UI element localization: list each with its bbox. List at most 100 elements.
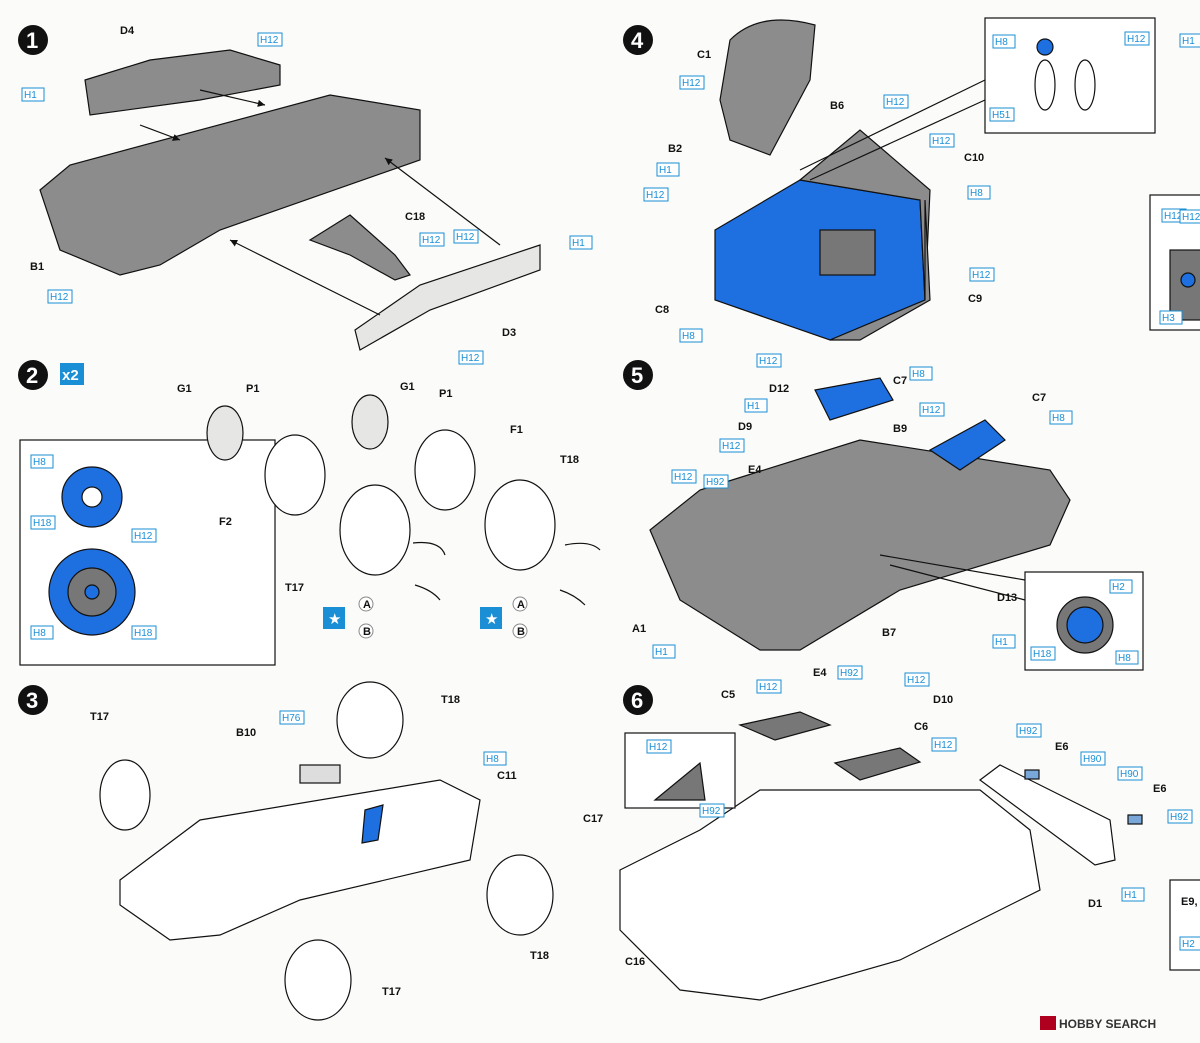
svg-text:H12: H12 <box>907 675 926 686</box>
step-2-multiplier: x2 <box>60 363 84 385</box>
color-code: H12 <box>756 679 782 694</box>
part-label: T18 <box>441 694 460 706</box>
part-label: E4 <box>813 667 827 679</box>
svg-text:H12: H12 <box>972 270 991 281</box>
color-code: H12 <box>671 469 697 484</box>
svg-text:H18: H18 <box>33 518 52 529</box>
part-label: E4 <box>748 464 762 476</box>
color-code: H3 <box>1159 310 1183 325</box>
color-code: H1 <box>992 634 1016 649</box>
svg-text:H12: H12 <box>1127 34 1146 45</box>
color-code: H8 <box>1049 410 1073 425</box>
svg-text:H8: H8 <box>33 457 46 468</box>
part-label: C9 <box>968 293 982 305</box>
svg-text:4: 4 <box>631 28 644 53</box>
part-label: G1 <box>400 381 415 393</box>
svg-text:H12: H12 <box>674 472 693 483</box>
part-label: T17 <box>90 711 109 723</box>
svg-text:H12: H12 <box>886 97 905 108</box>
part-label: P1 <box>246 383 259 395</box>
part-label: F2 <box>219 516 232 528</box>
svg-text:H76: H76 <box>282 713 301 724</box>
step-5-badge: 5 <box>623 360 653 390</box>
part-label: B9 <box>893 423 907 435</box>
svg-text:H18: H18 <box>1033 649 1052 660</box>
svg-text:H1: H1 <box>1124 890 1137 901</box>
step-3-badge: 3 <box>18 685 48 715</box>
color-code: H1 <box>1179 33 1200 48</box>
color-code: H92 <box>699 803 725 818</box>
svg-text:H2: H2 <box>1112 582 1125 593</box>
svg-text:H3: H3 <box>1162 313 1175 324</box>
color-code: H12 <box>756 353 782 368</box>
color-code: H12 <box>904 672 930 687</box>
svg-text:5: 5 <box>631 363 643 388</box>
step-6-badge: 6 <box>623 685 653 715</box>
part-label: E6 <box>1055 741 1068 753</box>
part-label: B6 <box>830 100 844 112</box>
svg-text:1: 1 <box>26 28 38 53</box>
part-label: D1 <box>1088 898 1102 910</box>
part-label: C10 <box>964 152 984 164</box>
color-code: H12 <box>643 187 669 202</box>
svg-text:H92: H92 <box>1170 812 1189 823</box>
part-label: B <box>363 626 371 638</box>
color-code: H12 <box>679 75 705 90</box>
part-label: T18 <box>530 950 549 962</box>
svg-text:2: 2 <box>26 363 38 388</box>
color-code: H12 <box>419 232 445 247</box>
color-code: H12 <box>929 133 955 148</box>
part-label: G1 <box>177 383 192 395</box>
svg-text:H12: H12 <box>50 292 69 303</box>
color-code: H12 <box>47 289 73 304</box>
color-code: H1 <box>656 162 680 177</box>
svg-text:H12: H12 <box>456 232 475 243</box>
color-code: H92 <box>1016 723 1042 738</box>
svg-text:3: 3 <box>26 688 38 713</box>
svg-text:H12: H12 <box>646 190 665 201</box>
svg-text:H92: H92 <box>1019 726 1038 737</box>
part-label: C18 <box>405 211 425 223</box>
step-1-chassis <box>39 49 541 351</box>
part-labels: D4 B1 C18 D3 G1 P1 G1 P1 F1 F2 T18 T17 A… <box>30 25 1198 998</box>
svg-text:H12: H12 <box>922 405 941 416</box>
svg-text:H12: H12 <box>759 682 778 693</box>
part-label: B7 <box>882 627 896 639</box>
svg-text:H12: H12 <box>682 78 701 89</box>
svg-text:H12: H12 <box>422 235 441 246</box>
color-code: H12 <box>931 737 957 752</box>
svg-text:H8: H8 <box>33 628 46 639</box>
decal-circle-markers <box>358 596 528 639</box>
part-label: C5 <box>721 689 735 701</box>
part-label: A <box>363 599 371 611</box>
color-code: H8 <box>679 328 703 343</box>
svg-text:H8: H8 <box>995 37 1008 48</box>
color-code: H1 <box>652 644 676 659</box>
svg-text:H8: H8 <box>1118 653 1131 664</box>
color-code: H1 <box>744 398 768 413</box>
part-label: D13 <box>997 592 1017 604</box>
svg-text:H18: H18 <box>134 628 153 639</box>
part-label: F1 <box>510 424 523 436</box>
color-code: H8 <box>30 625 54 640</box>
color-code: H1 <box>1121 887 1145 902</box>
svg-text:H12: H12 <box>134 531 153 542</box>
part-label: C16 <box>625 956 645 968</box>
svg-text:H12: H12 <box>260 35 279 46</box>
part-label: C6 <box>914 721 928 733</box>
color-code: H18 <box>30 515 56 530</box>
color-code: H12 <box>1124 31 1150 46</box>
color-code: H8 <box>967 185 991 200</box>
step-1-badge: 1 <box>18 25 48 55</box>
part-label: T17 <box>285 582 304 594</box>
svg-text:H92: H92 <box>702 806 721 817</box>
svg-text:H90: H90 <box>1120 769 1139 780</box>
part-label: D10 <box>933 694 953 706</box>
svg-text:H12: H12 <box>1182 212 1200 223</box>
color-code: H90 <box>1117 766 1143 781</box>
color-code: H90 <box>1080 751 1106 766</box>
tamiya-star-marks: ★ ★ <box>323 607 502 629</box>
color-code: H1 <box>569 235 593 250</box>
color-code: H12 <box>919 402 945 417</box>
